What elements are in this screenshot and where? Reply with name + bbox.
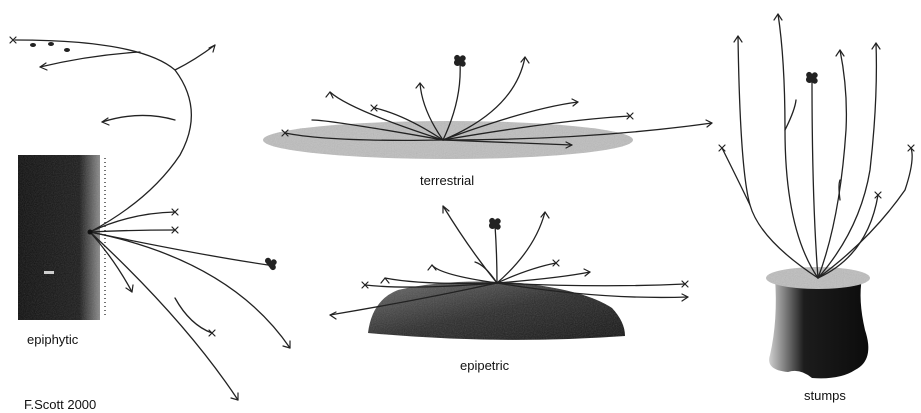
spore-cluster [454, 55, 466, 67]
arrow-head [541, 212, 549, 218]
terrestrial-label: terrestrial [420, 173, 474, 188]
frond-stem [812, 80, 818, 278]
stem-branch [40, 52, 140, 67]
stem-branch [175, 45, 215, 70]
runner [90, 230, 175, 232]
frond-stem [785, 100, 796, 130]
frond-stem [818, 50, 846, 278]
stumps-group [719, 14, 914, 378]
stump-body [769, 278, 868, 378]
spore-cluster [265, 258, 277, 270]
frond-stem [432, 265, 497, 283]
spore-cluster [806, 72, 818, 84]
frond-stem [738, 36, 818, 278]
rock-texture [368, 282, 625, 340]
frond-stem [818, 43, 876, 278]
sorus-dot [64, 48, 70, 52]
runner [90, 212, 175, 232]
frond-stem [818, 148, 912, 278]
epipetric-label: epipetric [460, 358, 510, 373]
terrestrial-group [263, 55, 712, 159]
frond-stem [722, 148, 750, 205]
epipetric-group [330, 206, 688, 340]
credit-label: F.Scott 2000 [24, 397, 96, 412]
frond-stem [495, 225, 497, 283]
runner [90, 232, 290, 348]
sorus-dot [30, 43, 36, 47]
runner [90, 232, 268, 265]
epiphytic-label: epiphytic [27, 332, 79, 347]
sorus-dot [48, 42, 54, 46]
runner [175, 298, 212, 333]
tree-trunk-texture [18, 155, 100, 320]
cross-mark [209, 330, 215, 336]
stumps-label: stumps [804, 388, 846, 403]
cross-mark [719, 145, 725, 151]
runner [90, 232, 238, 400]
frond-stem [497, 212, 545, 283]
arrow-head [330, 312, 336, 319]
trunk-highlight [44, 271, 54, 274]
attachment-node [88, 230, 93, 235]
frond-stem [818, 195, 878, 278]
spore-cluster [489, 218, 501, 230]
stem-branch [102, 115, 175, 122]
